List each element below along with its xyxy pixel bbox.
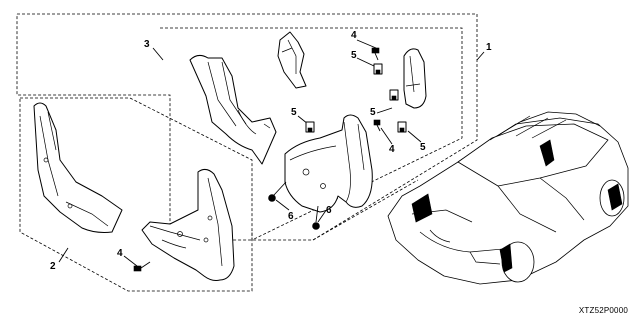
callout-5d: 5 [420, 142, 426, 153]
callout-4a: 4 [351, 30, 357, 41]
callout-3: 3 [144, 39, 150, 50]
callout-5c: 5 [370, 107, 376, 118]
callout-5b: 5 [291, 107, 297, 118]
leader-5a [356, 57, 375, 67]
front-mud-guard-location-left [411, 193, 433, 223]
screw-4b [373, 119, 381, 132]
clip-5c [389, 89, 399, 101]
rear-mud-guard-right [277, 31, 307, 89]
leader-2 [58, 247, 69, 263]
screw-4a [371, 47, 380, 61]
leader-4a [356, 39, 377, 49]
callout-4c: 4 [117, 248, 123, 259]
leader-4b [380, 127, 393, 145]
kit-2-boundary [19, 97, 253, 292]
mud-guard-kit-3 [189, 54, 277, 165]
clip-5a [373, 63, 383, 75]
bolt-6a [268, 181, 287, 202]
rear-mud-guard-location-right [607, 183, 623, 211]
callout-5a: 5 [351, 50, 357, 61]
rear-mud-guard-far [403, 48, 427, 109]
callout-1: 1 [486, 42, 492, 53]
kit-1-boundary [16, 13, 478, 241]
leader-4c [123, 255, 138, 267]
diagram-code: XTZ52P0000 [578, 306, 628, 315]
front-mud-guard-location-right [499, 243, 513, 273]
rear-mud-guard-location-left [539, 139, 555, 167]
clip-5d [397, 121, 407, 133]
front-mud-guard-right [141, 168, 235, 281]
bolt-6b [312, 205, 320, 230]
leader-6a [275, 199, 290, 211]
leader-1 [476, 51, 485, 61]
callout-4b: 4 [389, 144, 395, 155]
kit-to-vehicle-leader [312, 179, 419, 241]
kit-3-boundary [160, 27, 463, 241]
front-mud-guard-left [33, 102, 123, 233]
callout-2: 2 [50, 261, 56, 272]
rear-mud-guard-left [284, 114, 373, 213]
screw-4c [133, 261, 151, 272]
clip-5b [305, 121, 315, 133]
leader-3 [152, 47, 164, 61]
callout-6a: 6 [288, 211, 294, 222]
vehicle-illustration [387, 111, 629, 285]
leader-5d [407, 130, 422, 143]
leader-5c [376, 107, 393, 114]
callout-6b: 6 [326, 205, 332, 216]
